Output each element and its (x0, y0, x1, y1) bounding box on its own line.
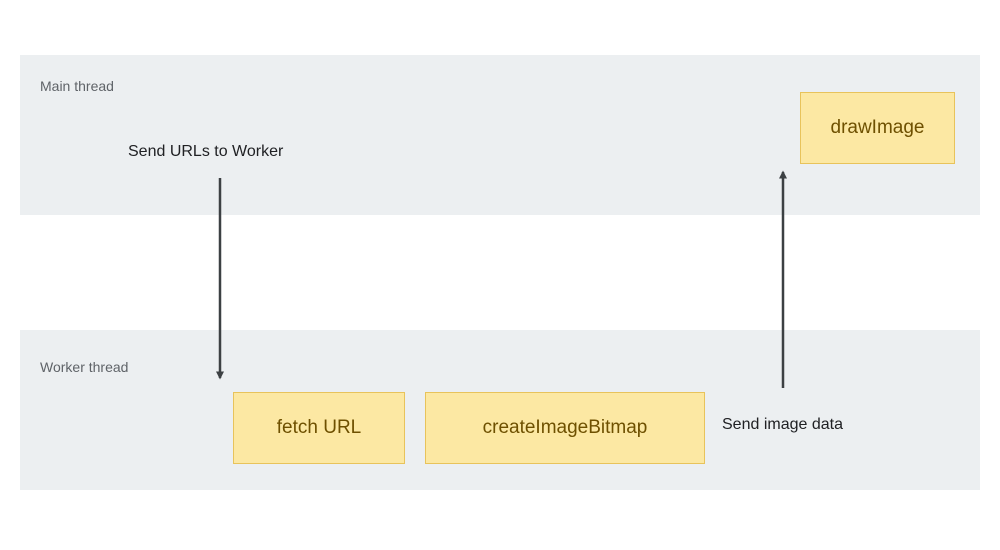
draw-image-box: drawImage (800, 92, 955, 164)
worker-thread-label: Worker thread (40, 359, 129, 375)
main-thread-label: Main thread (40, 78, 114, 94)
fetch-url-box: fetch URL (233, 392, 405, 464)
send-urls-annotation: Send URLs to Worker (128, 143, 284, 160)
create-image-bitmap-box: createImageBitmap (425, 392, 705, 464)
send-image-data-annotation: Send image data (722, 416, 843, 433)
